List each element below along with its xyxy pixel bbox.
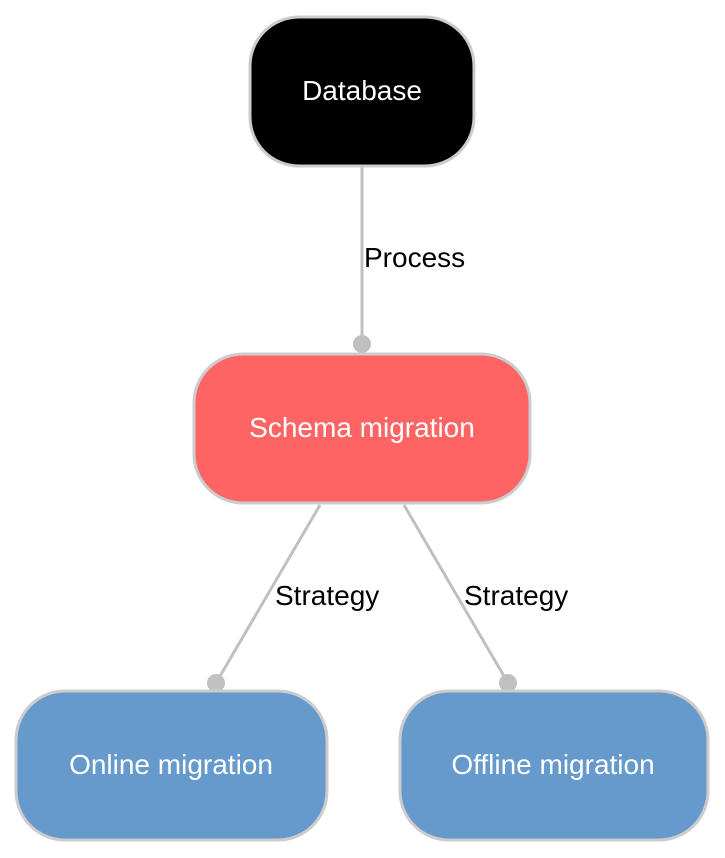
edge-arrowhead-dot [499, 674, 517, 692]
node-database-box [248, 15, 476, 168]
edge-label-process: Process [364, 242, 465, 273]
node-online-migration-label: Online migration [69, 749, 273, 780]
edge-database-to-schema-migration: Process [353, 167, 465, 353]
edge-label-strategy: Strategy [275, 580, 379, 611]
edge-arrowhead-dot [353, 335, 371, 353]
node-offline-migration-label: Offline migration [451, 749, 654, 780]
node-offline-migration-box [398, 689, 710, 842]
edge-line [214, 504, 322, 684]
node-schema-migration-box [192, 352, 532, 505]
edge-line [402, 504, 510, 684]
node-database: Database [248, 15, 476, 168]
edge-label-strategy: Strategy [464, 580, 568, 611]
node-offline-migration: Offline migration [398, 689, 710, 842]
node-online-migration: Online migration [14, 689, 329, 842]
edge-schema-migration-to-offline-migration: Strategy [402, 504, 568, 692]
node-online-migration-box [14, 689, 329, 842]
edge-arrowhead-dot [207, 674, 225, 692]
node-schema-migration: Schema migration [192, 352, 532, 505]
node-database-label: Database [302, 75, 422, 106]
node-schema-migration-label: Schema migration [249, 412, 475, 443]
edge-schema-migration-to-online-migration: Strategy [207, 504, 379, 692]
